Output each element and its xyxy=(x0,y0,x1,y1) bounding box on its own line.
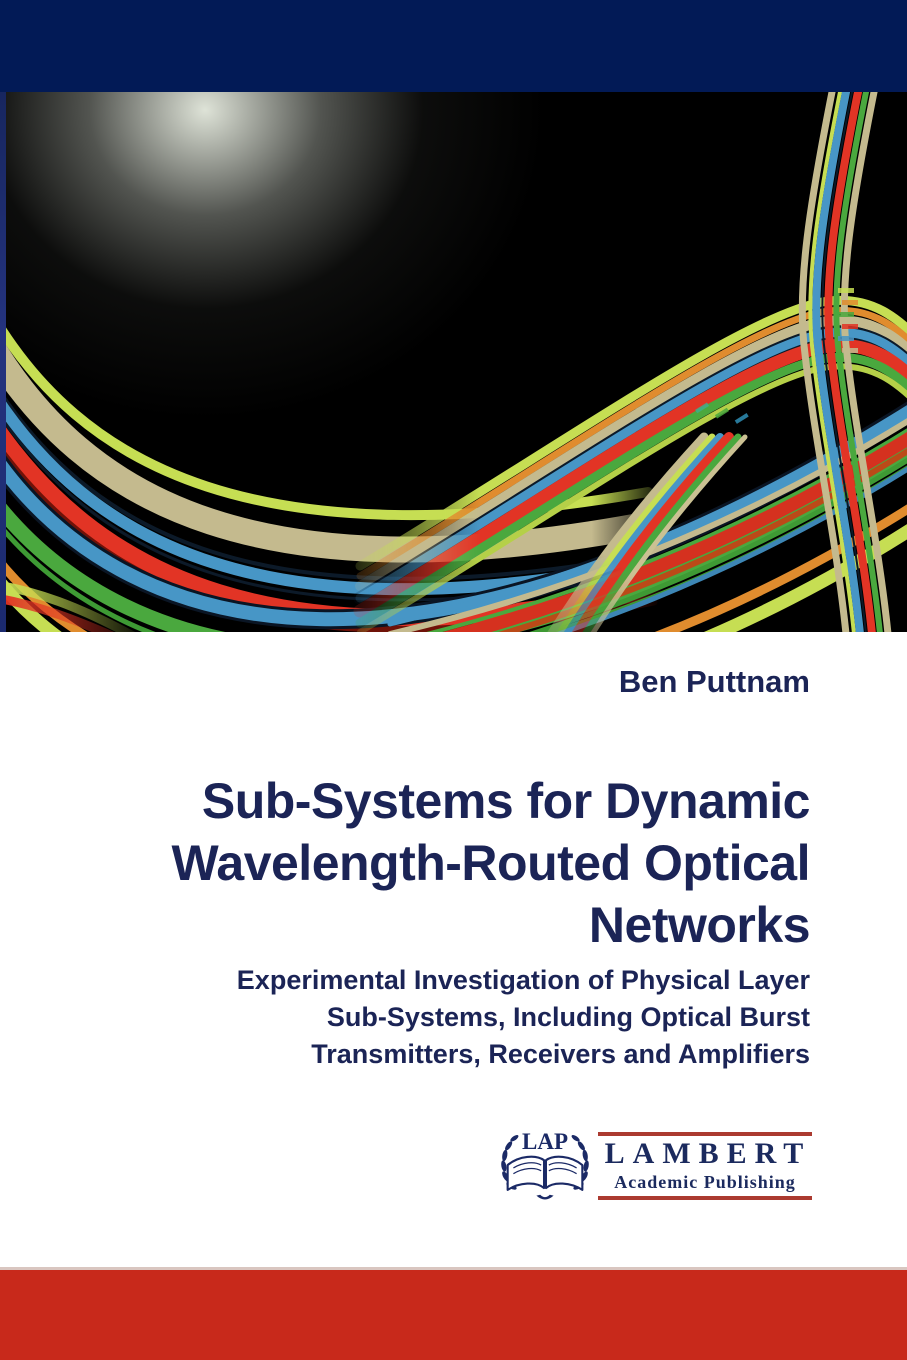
lap-open-book-laurel-icon: LAP xyxy=(501,1129,589,1200)
title-line-3: Networks xyxy=(588,897,811,953)
weave-marks xyxy=(695,288,858,424)
open-book-icon xyxy=(506,1155,584,1191)
logo-rule-top xyxy=(598,1132,812,1136)
subtitle-line-3: Transmitters, Receivers and Amplifiers xyxy=(311,1039,810,1069)
flourish-icon xyxy=(536,1194,554,1200)
publisher-name: LAMBERT xyxy=(604,1137,812,1170)
bottom-band xyxy=(0,1267,907,1360)
top-band xyxy=(0,0,907,92)
publisher-logo: LAP LAMBERT Academic Publishing xyxy=(500,1126,812,1206)
publisher-tagline: Academic Publishing xyxy=(614,1172,796,1192)
left-edge-strip xyxy=(0,92,6,632)
publisher-wordmark: LAMBERT Academic Publishing xyxy=(598,1132,812,1200)
fiber-optics-art xyxy=(0,92,907,632)
title-line-2: Wavelength-Routed Optical xyxy=(171,835,811,891)
cover-artwork xyxy=(0,92,907,632)
book-title: Sub-Systems for Dynamic Wavelength-Route… xyxy=(0,770,811,956)
subtitle-line-1: Experimental Investigation of Physical L… xyxy=(236,965,810,995)
logo-rule-bottom xyxy=(598,1196,812,1200)
subtitle-line-2: Sub-Systems, Including Optical Burst xyxy=(326,1002,810,1032)
author-name: Ben Puttnam xyxy=(618,664,810,699)
book-subtitle: Experimental Investigation of Physical L… xyxy=(0,962,810,1073)
lap-acronym: LAP xyxy=(522,1129,568,1154)
title-line-1: Sub-Systems for Dynamic xyxy=(201,773,811,829)
